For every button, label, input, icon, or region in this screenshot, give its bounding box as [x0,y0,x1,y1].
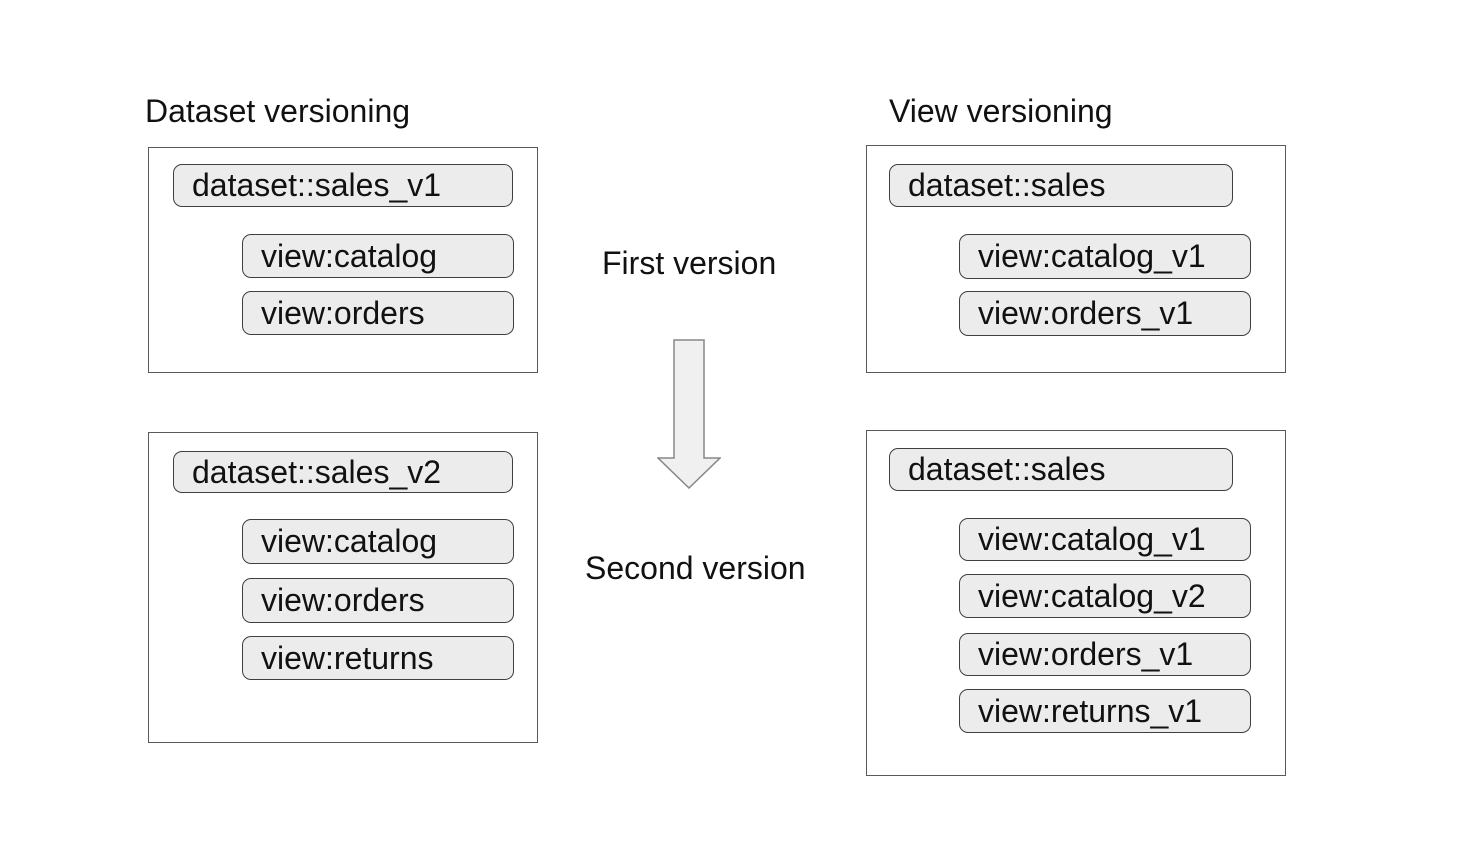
view-pill: view:catalog_v2 [959,574,1251,618]
dataset-pill: dataset::sales_v1 [173,164,513,207]
dataset-pill: dataset::sales_v2 [173,451,513,493]
down-arrow-icon [656,339,722,490]
view-pill: view:orders [242,578,514,623]
dataset-pill: dataset::sales [889,164,1233,207]
dataset-versioning-first-box: dataset::sales_v1 view:catalog view:orde… [148,147,538,373]
view-versioning-first-box: dataset::sales view:catalog_v1 view:orde… [866,145,1286,373]
second-version-label: Second version [585,550,806,586]
view-pill: view:catalog_v1 [959,234,1251,279]
dataset-pill: dataset::sales [889,448,1233,491]
view-versioning-title: View versioning [889,93,1113,129]
dataset-versioning-title: Dataset versioning [145,93,411,129]
view-pill: view:returns [242,636,514,680]
view-versioning-second-box: dataset::sales view:catalog_v1 view:cata… [866,430,1286,776]
view-pill: view:returns_v1 [959,689,1251,733]
dataset-versioning-second-box: dataset::sales_v2 view:catalog view:orde… [148,432,538,743]
view-pill: view:orders_v1 [959,291,1251,336]
view-pill: view:orders [242,291,514,335]
view-pill: view:catalog_v1 [959,518,1251,561]
view-pill: view:catalog [242,234,514,278]
first-version-label: First version [602,245,777,281]
view-pill: view:catalog [242,519,514,564]
view-pill: view:orders_v1 [959,633,1251,676]
